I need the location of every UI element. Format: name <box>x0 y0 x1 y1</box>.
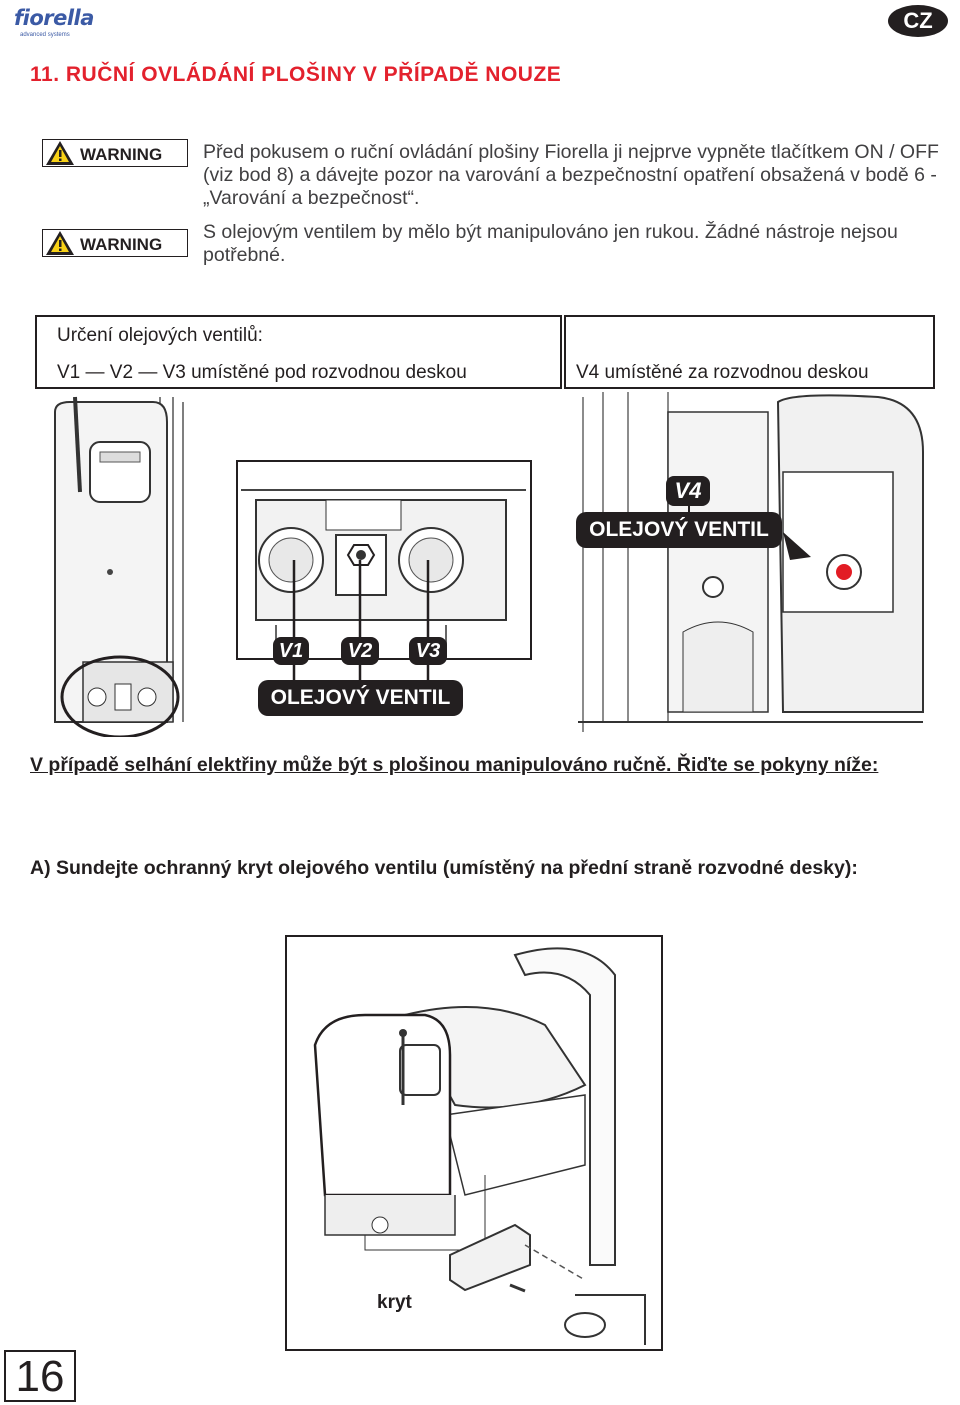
valves-heading: Určení olejových ventilů: <box>57 325 263 346</box>
valves-v1-v3-photo <box>236 460 532 660</box>
control-box-photo <box>35 392 195 737</box>
page-number: 16 <box>4 1350 76 1402</box>
section-title: 11. RUČNÍ OVLÁDÁNÍ PLOŠINY V PŘÍPADĚ NOU… <box>30 63 562 86</box>
v4-leader-line <box>688 506 690 514</box>
logo-tagline: advanced systems <box>20 32 70 38</box>
warning-sign-icon: WARNING <box>42 229 188 257</box>
v4-label: V4 <box>666 476 710 506</box>
valves-left-box: Určení olejových ventilů: V1 — V2 — V3 u… <box>35 315 562 389</box>
warning-label: WARNING <box>80 235 162 254</box>
instructions-intro: V případě selhání elektřiny může být s p… <box>30 754 879 776</box>
warning-label: WARNING <box>80 145 162 164</box>
platform-cover-illustration <box>285 935 663 1351</box>
warning-text-1: Před pokusem o ruční ovládání plošiny Fi… <box>203 141 939 209</box>
valve-v4-photo <box>578 392 928 737</box>
step-a-text: A) Sundejte ochranný kryt olejového vent… <box>30 857 858 879</box>
language-badge: CZ <box>888 5 948 37</box>
oil-valve-label-right: OLEJOVÝ VENTIL <box>576 512 782 548</box>
logo-wordmark: fiorella <box>14 6 94 30</box>
warning-sign-icon: WARNING <box>42 139 188 167</box>
v3-label: V3 <box>409 637 447 665</box>
valves-right-caption: V4 umístěné za rozvodnou deskou <box>576 362 869 383</box>
valves-left-caption: V1 — V2 — V3 umístěné pod rozvodnou desk… <box>57 362 467 383</box>
fiorella-logo: fiorella advanced systems <box>10 6 94 40</box>
v1-label: V1 <box>273 637 309 665</box>
oil-valve-label-left: OLEJOVÝ VENTIL <box>258 680 463 716</box>
cover-label: kryt <box>377 1292 412 1313</box>
warning-text-2: S olejovým ventilem by mělo být manipulo… <box>203 221 898 266</box>
valves-right-box: V4 umístěné za rozvodnou deskou <box>564 315 935 389</box>
v2-label: V2 <box>341 637 379 665</box>
